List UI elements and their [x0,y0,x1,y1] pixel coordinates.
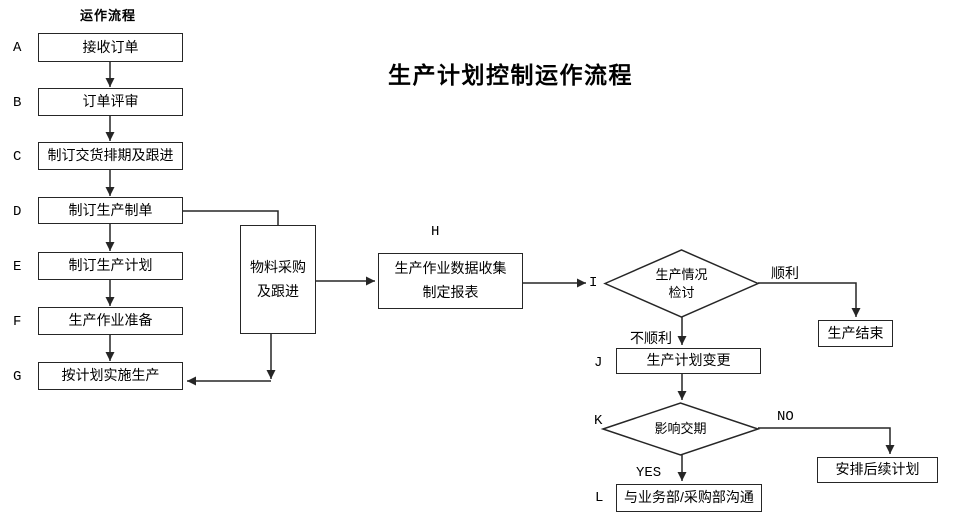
label-not-smooth: 不顺利 [630,330,672,346]
column-header: 运作流程 [80,8,137,23]
node-production-prep: 生产作业准备 [38,307,183,335]
tag-e: E [13,259,22,275]
node-label: 制订生产计划 [68,257,153,274]
node-label: 制订生产制单 [68,201,153,218]
page-title: 生产计划控制运作流程 [388,62,633,88]
tag-j: J [594,355,603,371]
diamond-shape-production-check [603,249,760,318]
node-label: 生产作业数据收集 [394,260,507,277]
node-order-review: 订单评审 [38,88,183,116]
tag-d: D [13,204,22,220]
label-smooth: 顺利 [771,265,799,281]
node-receive-order: 接收订单 [38,33,183,62]
arrowhead-k-next [885,445,895,454]
node-label: 影响交期 [654,421,707,437]
node-label: 生产结束 [827,324,884,341]
node-label: 订单评审 [82,93,139,110]
node-plan-change: 生产计划变更 [616,348,761,374]
arrowhead-materials-g [187,376,196,386]
arrowhead-k-l [677,472,687,481]
arrowhead-materials-h [366,276,375,286]
node-communicate-depts: 与业务部/采购部沟通 [616,484,762,512]
arrowhead-j-k [677,391,687,400]
node-data-collection: 生产作业数据收集制定报表 [378,253,523,309]
tag-b: B [13,95,22,111]
node-label: 生产情况 [655,266,708,282]
node-production-sheet: 制订生产制单 [38,197,183,224]
tag-k: K [594,413,603,429]
node-label: 与业务部/采购部沟通 [624,489,754,506]
node-label: 按计划实施生产 [61,367,160,384]
node-label: 及跟进 [257,282,299,299]
arrowhead-e-f [105,297,115,306]
node-label: 物料采购 [250,258,306,275]
label-no: NO [777,409,794,425]
node-delivery-schedule: 制订交货排期及跟进 [38,142,183,170]
arrowhead-b-c [105,132,115,141]
label-yes: YES [636,465,662,481]
diamond-shape-affect-delivery [600,402,761,456]
node-affect-delivery: 影响交期 [603,403,758,455]
arrowhead-i-end [851,308,861,317]
node-production-end: 生产结束 [818,320,893,347]
node-label: 制定报表 [422,284,479,300]
arrowhead-i-j [677,336,687,345]
node-production-plan: 制订生产计划 [38,252,183,280]
node-label: 安排后续计划 [835,461,920,478]
edge-i-end [758,282,857,317]
node-label: 检讨 [668,284,695,300]
tag-h: H [431,224,440,240]
node-label: 生产计划变更 [646,352,731,369]
arrowhead-a-b [105,78,115,87]
tag-a: A [13,40,22,56]
node-label: 生产作业准备 [68,312,153,329]
node-label: 制订交货排期及跟进 [47,147,174,164]
tag-c: C [13,149,22,165]
tag-l: L [595,490,604,506]
arrowhead-h-i [577,278,586,288]
node-material-purchase: 物料采购及跟进 [240,225,316,334]
arrowhead-c-d [105,187,115,196]
tag-g: G [13,369,22,385]
arrowhead-materials-down [266,370,276,379]
edge-d-materials [183,210,279,225]
node-implement-production: 按计划实施生产 [38,362,183,390]
arrowhead-f-g [105,352,115,361]
tag-i: I [589,275,598,291]
node-arrange-followup: 安排后续计划 [817,457,938,483]
edge-k-next [758,427,891,454]
node-label: 接收订单 [82,38,139,55]
tag-f: F [13,314,22,330]
node-production-check: 生产情况检讨 [605,250,758,317]
arrowhead-d-e [105,242,115,251]
